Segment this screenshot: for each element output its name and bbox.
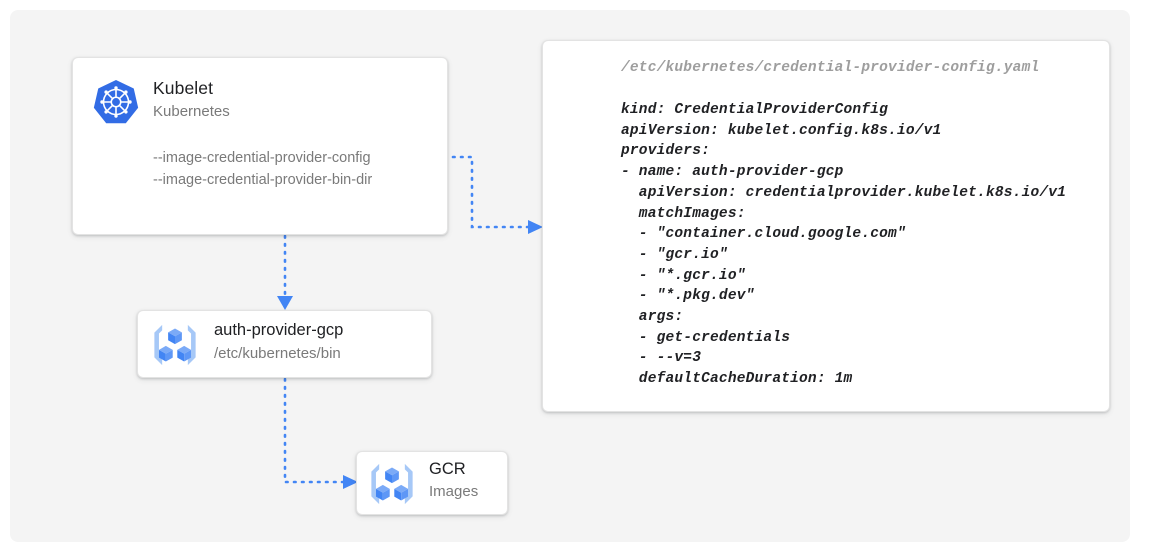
auth-provider-title: auth-provider-gcp [214,321,344,339]
gcr-subtitle: Images [429,483,479,500]
kubelet-node-card[interactable]: Kubelet Kubernetes --image-credential-pr… [72,57,448,235]
cube-bottom-right [177,345,192,362]
auth-provider-gcp-node-card[interactable]: auth-provider-gcp /etc/kubernetes/bin [137,310,432,378]
credential-provider-config-card[interactable]: /etc/kubernetes/credential-provider-conf… [542,40,1110,412]
kubernetes-logo-icon [93,80,139,124]
kubelet-flag-image-credential-provider-bin-dir: --image-credential-provider-bin-dir [153,172,373,188]
cube-top [385,467,399,484]
kubelet-title: Kubelet [153,78,214,98]
config-yaml-body: kind: CredentialProviderConfig apiVersio… [621,102,1067,388]
gcr-title: GCR [429,460,466,478]
config-file-path: /etc/kubernetes/credential-provider-conf… [621,60,1040,76]
cube-bottom-left [158,345,173,362]
container-registry-icon [371,463,413,505]
auth-provider-subtitle: /etc/kubernetes/bin [214,345,341,362]
kubelet-flag-image-credential-provider-config: --image-credential-provider-config [153,150,371,166]
cube-top [168,328,182,345]
gcr-node-card[interactable]: GCR Images [356,451,508,515]
kubelet-subtitle: Kubernetes [153,103,230,120]
container-registry-icon [154,324,196,366]
